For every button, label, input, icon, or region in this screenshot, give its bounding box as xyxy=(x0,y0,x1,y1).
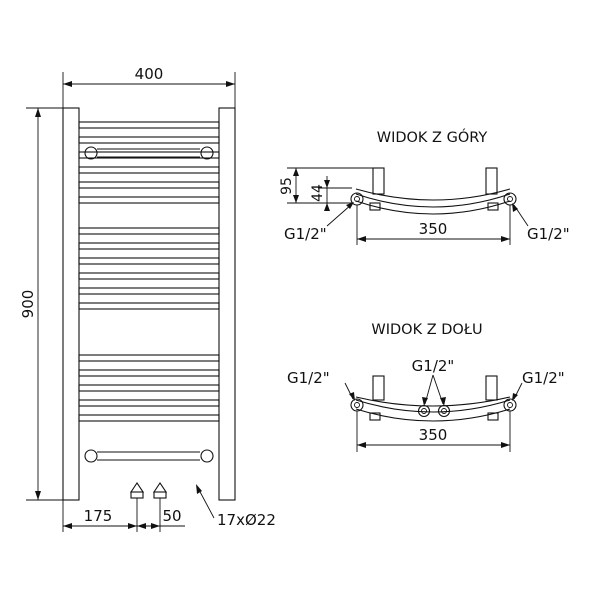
tube-rung xyxy=(78,136,220,144)
height-dimension xyxy=(26,107,63,501)
tube-rung xyxy=(78,354,220,362)
tubes-label: 17xØ22 xyxy=(217,511,276,529)
tube-rung xyxy=(78,272,220,280)
tube-rung xyxy=(78,196,220,204)
top-view: WIDOK Z GÓRY 95 44 xyxy=(279,128,570,245)
bottom-view-spacing-dim xyxy=(356,411,511,452)
bottom-center-connection-right xyxy=(437,404,451,418)
right-collector xyxy=(218,107,236,501)
front-view: 400 900 175 50 17 xyxy=(19,65,276,532)
tube-rung xyxy=(78,151,220,159)
bottom-spacing-label: 350 xyxy=(419,426,448,444)
tube-rung xyxy=(78,399,220,407)
tube-rungs xyxy=(78,121,220,422)
width-dimension xyxy=(62,72,236,108)
top-view-height-dims xyxy=(287,167,375,211)
bottom-view-title: WIDOK Z DOŁU xyxy=(371,322,482,338)
valve-right xyxy=(152,482,168,499)
bottom-center-connection-label: G1/2" xyxy=(412,357,455,375)
top-view-body xyxy=(355,193,511,208)
top-spacing-label: 350 xyxy=(419,220,448,238)
tube-rung xyxy=(78,166,220,174)
tube-rung xyxy=(78,414,220,422)
tube-rung xyxy=(78,302,220,310)
width-label: 400 xyxy=(135,65,164,83)
tube-rung xyxy=(78,242,220,250)
bottom-right-connection-label: G1/2" xyxy=(522,369,565,387)
bottom-center-connection-left xyxy=(417,404,431,418)
tube-rung xyxy=(78,369,220,377)
top-height-pipe-label: 44 xyxy=(310,184,326,202)
top-view-title: WIDOK Z GÓRY xyxy=(377,128,488,146)
top-right-bracket xyxy=(200,146,214,160)
top-height-total-label: 95 xyxy=(279,177,295,195)
top-left-connection-label: G1/2" xyxy=(284,225,327,243)
bottom-view: WIDOK Z DOŁU 350 xyxy=(287,322,565,452)
left-offset-label: 175 xyxy=(84,507,113,525)
top-left-bracket xyxy=(84,146,200,160)
valve-left xyxy=(129,482,145,499)
tubes-leader xyxy=(196,484,215,519)
tube-rung xyxy=(78,227,220,235)
tube-rung xyxy=(78,287,220,295)
tube-rung xyxy=(78,257,220,265)
bottom-view-body xyxy=(355,399,511,413)
top-right-connection xyxy=(503,192,517,206)
pipe-spacing-label: 50 xyxy=(162,507,181,525)
bottom-dimensions xyxy=(62,498,185,532)
bottom-right-bracket xyxy=(200,449,214,463)
left-collector xyxy=(62,107,80,501)
height-label: 900 xyxy=(19,290,37,319)
bottom-left-bracket xyxy=(84,449,200,463)
top-view-spacing-dim xyxy=(356,205,511,245)
tube-rung xyxy=(78,181,220,189)
tube-rung xyxy=(78,384,220,392)
tube-rung xyxy=(78,121,220,129)
top-right-connection-label: G1/2" xyxy=(527,225,570,243)
bottom-left-connection-label: G1/2" xyxy=(287,369,330,387)
